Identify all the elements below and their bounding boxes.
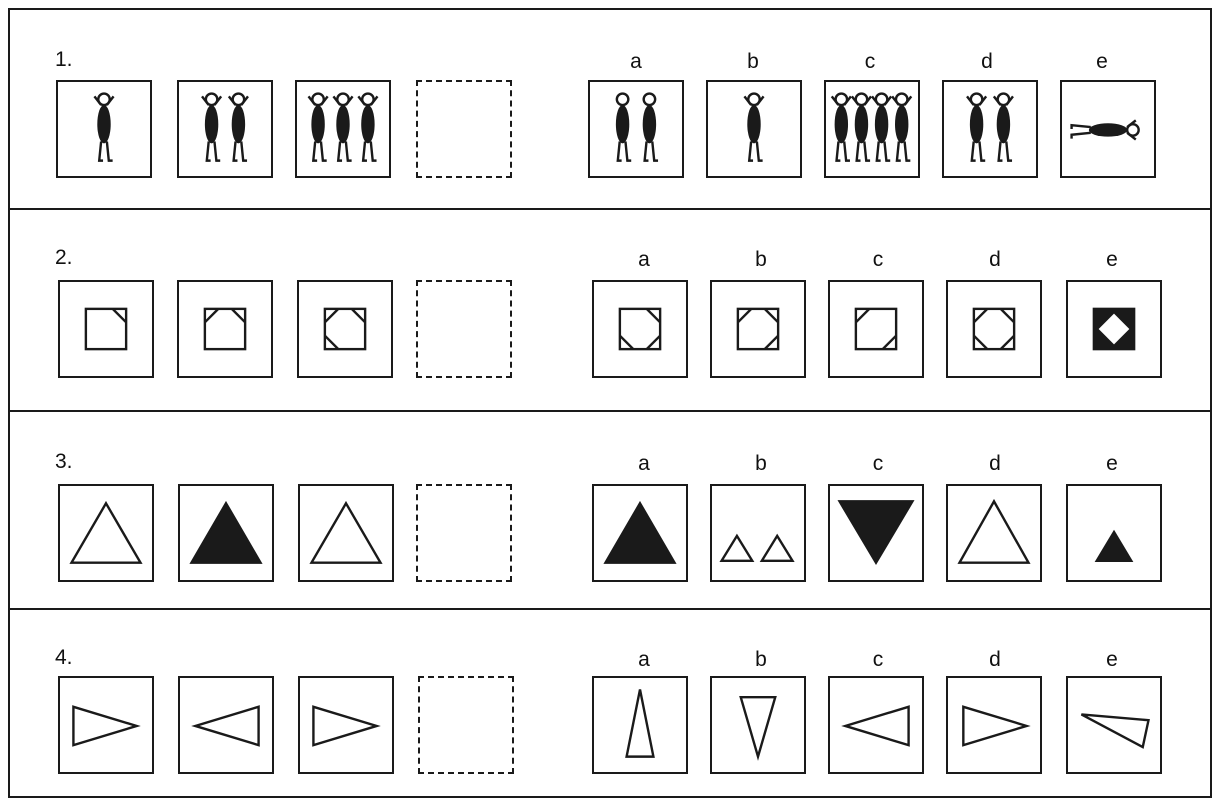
- option-c[interactable]: [828, 484, 924, 582]
- option-label-e: e: [1092, 452, 1132, 476]
- four-figures-icon: [826, 82, 918, 176]
- square-three-corners-variant-icon: [594, 282, 686, 376]
- question-row-4: 4. a b c d e: [10, 610, 1210, 796]
- sequence-cell-2: [178, 676, 274, 774]
- square-two-corners-icon: [179, 282, 271, 376]
- option-label-c: c: [858, 452, 898, 476]
- one-figure-icon: [58, 82, 150, 176]
- missing-cell[interactable]: [416, 484, 512, 582]
- option-e[interactable]: [1066, 676, 1162, 774]
- sequence-cell-3: [295, 80, 391, 178]
- option-label-d: d: [967, 50, 1007, 74]
- square-one-corner-icon: [60, 282, 152, 376]
- two-figures-no-arms-icon: [590, 82, 682, 176]
- up-pointing-triangle-icon: [594, 678, 686, 772]
- question-row-3: 3. a b c d e: [10, 412, 1210, 608]
- option-label-a: a: [624, 248, 664, 272]
- option-label-c: c: [850, 50, 890, 74]
- outline-triangle-icon: [300, 486, 392, 580]
- tilted-triangle-icon: [1068, 678, 1160, 772]
- option-label-b: b: [741, 648, 781, 672]
- option-label-b: b: [733, 50, 773, 74]
- option-d[interactable]: [942, 80, 1038, 178]
- three-figures-icon: [297, 82, 389, 176]
- option-d[interactable]: [946, 484, 1042, 582]
- option-b[interactable]: [706, 80, 802, 178]
- option-label-e: e: [1082, 50, 1122, 74]
- sequence-cell-1: [58, 280, 154, 378]
- sequence-cell-2: [178, 484, 274, 582]
- square-three-corners-variant-icon: [712, 282, 804, 376]
- option-a[interactable]: [592, 280, 688, 378]
- filled-triangle-icon: [180, 486, 272, 580]
- square-four-corners-icon: [948, 282, 1040, 376]
- option-a[interactable]: [592, 484, 688, 582]
- option-a[interactable]: [588, 80, 684, 178]
- outline-triangle-icon: [948, 486, 1040, 580]
- right-pointing-triangle-icon: [60, 678, 152, 772]
- option-c[interactable]: [824, 80, 920, 178]
- question-row-1: 1. a b c d e: [10, 10, 1210, 208]
- option-label-d: d: [975, 648, 1015, 672]
- left-pointing-triangle-icon: [180, 678, 272, 772]
- option-e[interactable]: [1060, 80, 1156, 178]
- missing-cell[interactable]: [418, 676, 514, 774]
- right-pointing-triangle-icon: [300, 678, 392, 772]
- option-label-b: b: [741, 248, 781, 272]
- option-label-b: b: [741, 452, 781, 476]
- option-label-c: c: [858, 648, 898, 672]
- option-label-c: c: [858, 248, 898, 272]
- square-diagonal-corners-icon: [830, 282, 922, 376]
- small-filled-triangle-icon: [1068, 486, 1160, 580]
- option-c[interactable]: [828, 280, 924, 378]
- sequence-cell-3: [297, 280, 393, 378]
- option-d[interactable]: [946, 676, 1042, 774]
- option-label-a: a: [624, 452, 664, 476]
- filled-triangle-icon: [594, 486, 686, 580]
- right-pointing-triangle-icon: [948, 678, 1040, 772]
- option-label-d: d: [975, 248, 1015, 272]
- sequence-cell-3: [298, 676, 394, 774]
- down-pointing-triangle-icon: [712, 678, 804, 772]
- puzzle-sheet: 1. a b c d e: [8, 8, 1212, 798]
- option-label-d: d: [975, 452, 1015, 476]
- option-e[interactable]: [1066, 280, 1162, 378]
- square-three-corners-icon: [299, 282, 391, 376]
- sequence-cell-1: [58, 484, 154, 582]
- option-label-a: a: [624, 648, 664, 672]
- question-number: 2.: [55, 246, 73, 270]
- option-label-e: e: [1092, 648, 1132, 672]
- missing-cell[interactable]: [416, 80, 512, 178]
- two-figures-icon: [944, 82, 1036, 176]
- lying-figure-icon: [1062, 82, 1154, 176]
- filled-inverted-triangle-icon: [830, 486, 922, 580]
- sequence-cell-1: [56, 80, 152, 178]
- question-number: 1.: [55, 48, 73, 72]
- filled-square-diamond-icon: [1068, 282, 1160, 376]
- question-number: 4.: [55, 646, 73, 670]
- one-figure-icon: [708, 82, 800, 176]
- question-row-2: 2. a b c d e: [10, 210, 1210, 408]
- two-figures-icon: [179, 82, 271, 176]
- two-small-triangles-icon: [712, 486, 804, 580]
- outline-triangle-icon: [60, 486, 152, 580]
- option-b[interactable]: [710, 484, 806, 582]
- option-b[interactable]: [710, 676, 806, 774]
- option-a[interactable]: [592, 676, 688, 774]
- missing-cell[interactable]: [416, 280, 512, 378]
- sequence-cell-1: [58, 676, 154, 774]
- left-pointing-triangle-icon: [830, 678, 922, 772]
- sequence-cell-3: [298, 484, 394, 582]
- option-e[interactable]: [1066, 484, 1162, 582]
- option-c[interactable]: [828, 676, 924, 774]
- option-label-a: a: [616, 50, 656, 74]
- sequence-cell-2: [177, 280, 273, 378]
- option-label-e: e: [1092, 248, 1132, 272]
- option-d[interactable]: [946, 280, 1042, 378]
- option-b[interactable]: [710, 280, 806, 378]
- sequence-cell-2: [177, 80, 273, 178]
- question-number: 3.: [55, 450, 73, 474]
